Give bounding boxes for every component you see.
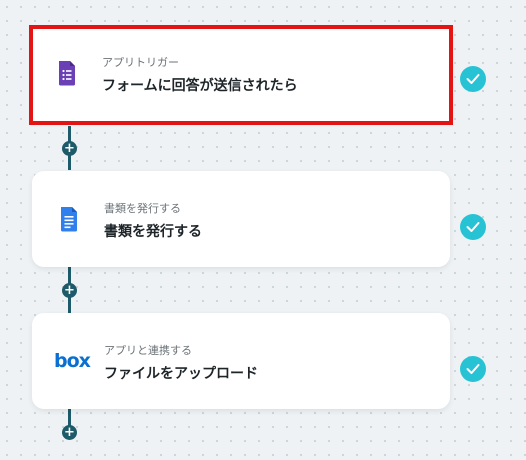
add-step-button[interactable]: + — [62, 425, 77, 440]
add-step-button[interactable]: + — [62, 141, 77, 156]
step-title: フォームに回答が送信されたら — [102, 78, 298, 94]
connector-line — [68, 408, 71, 432]
step-category-label: 書類を発行する — [104, 202, 181, 215]
step-title: 書類を発行する — [104, 224, 202, 240]
check-icon — [460, 66, 486, 92]
step-card-issue-document[interactable]: 書類を発行する 書類を発行する — [32, 171, 450, 267]
check-icon — [460, 356, 486, 382]
add-step-button[interactable]: + — [62, 283, 77, 298]
google-docs-icon — [55, 205, 83, 233]
step-category-label: アプリトリガー — [102, 56, 179, 69]
box-logo: box — [54, 350, 91, 372]
step-category-label: アプリと連携する — [104, 344, 192, 357]
step-card-trigger[interactable]: アプリトリガー フォームに回答が送信されたら — [29, 25, 453, 125]
step-card-upload-file[interactable]: box アプリと連携する ファイルをアップロード — [32, 313, 450, 409]
google-forms-icon — [53, 59, 81, 87]
step-title: ファイルをアップロード — [104, 366, 258, 382]
check-icon — [460, 214, 486, 240]
